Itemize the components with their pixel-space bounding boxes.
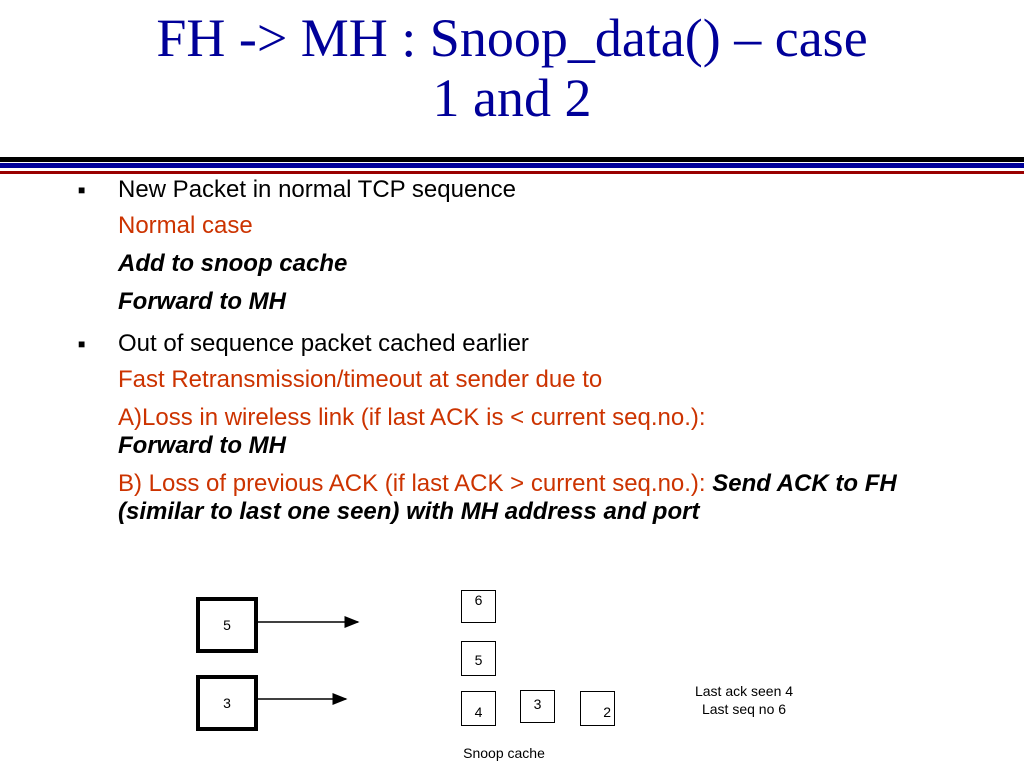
packet-number: 3 [533,696,542,712]
bullet-square-icon: ■ [78,337,86,351]
cache-packet-box: 3 [520,690,555,723]
bullet-list: ■ New Packet in normal TCP sequence Norm… [78,172,898,536]
packet-number: 5 [474,652,483,668]
sub-item: Normal case [118,212,253,239]
bullet-text: New Packet in normal TCP sequence [118,176,516,203]
cache-packet-box: 2 [580,691,615,726]
bullet-item: ■ New Packet in normal TCP sequence [78,172,898,208]
title-line-1: FH -> MH : Snoop_data() – case [156,8,868,68]
snoop-status: Last ack seen 4 Last seq no 6 [674,682,814,718]
packet-number: 4 [474,704,483,720]
bullet-item: ■ Out of sequence packet cached earlier [78,326,898,362]
sub-item: Add to snoop cache [118,250,348,277]
cache-packet-box: 4 [461,691,496,726]
packet-number: 6 [474,592,483,608]
incoming-packet-box: 3 [196,675,258,731]
packet-number: 2 [603,704,611,720]
sub-item: Fast Retransmission/timeout at sender du… [118,366,603,393]
cache-packet-box: 6 [461,590,496,623]
title-line-2: 1 and 2 [432,68,592,128]
packet-number: 5 [223,617,231,633]
sub-item: A)Loss in wireless link (if last ACK is … [78,404,898,460]
title-rule-red [0,171,1024,174]
bullet-text: Out of sequence packet cached earlier [118,330,529,357]
title-rule-blue [0,163,1024,168]
bullet-square-icon: ■ [78,183,86,197]
last-seq-text: Last seq no 6 [701,701,787,717]
sub-item-text: A)Loss in wireless link (if last ACK is … [118,404,706,431]
last-ack-text: Last ack seen 4 [694,683,794,699]
sub-item-emphasis: Send ACK to FH (similar to last one seen… [118,470,897,525]
packet-number: 3 [223,695,231,711]
sub-item-text: B) Loss of previous ACK (if last ACK > c… [118,470,713,497]
sub-item-emphasis: Forward to MH [118,432,286,459]
sub-item: Forward to MH [118,288,286,315]
title-rule-black [0,157,1024,162]
sub-item: B) Loss of previous ACK (if last ACK > c… [78,470,898,526]
incoming-packet-box: 5 [196,597,258,653]
snoop-cache-label: Snoop cache [463,745,545,761]
slide-title: FH -> MH : Snoop_data() – case 1 and 2 [0,8,1024,128]
cache-packet-box: 5 [461,641,496,676]
